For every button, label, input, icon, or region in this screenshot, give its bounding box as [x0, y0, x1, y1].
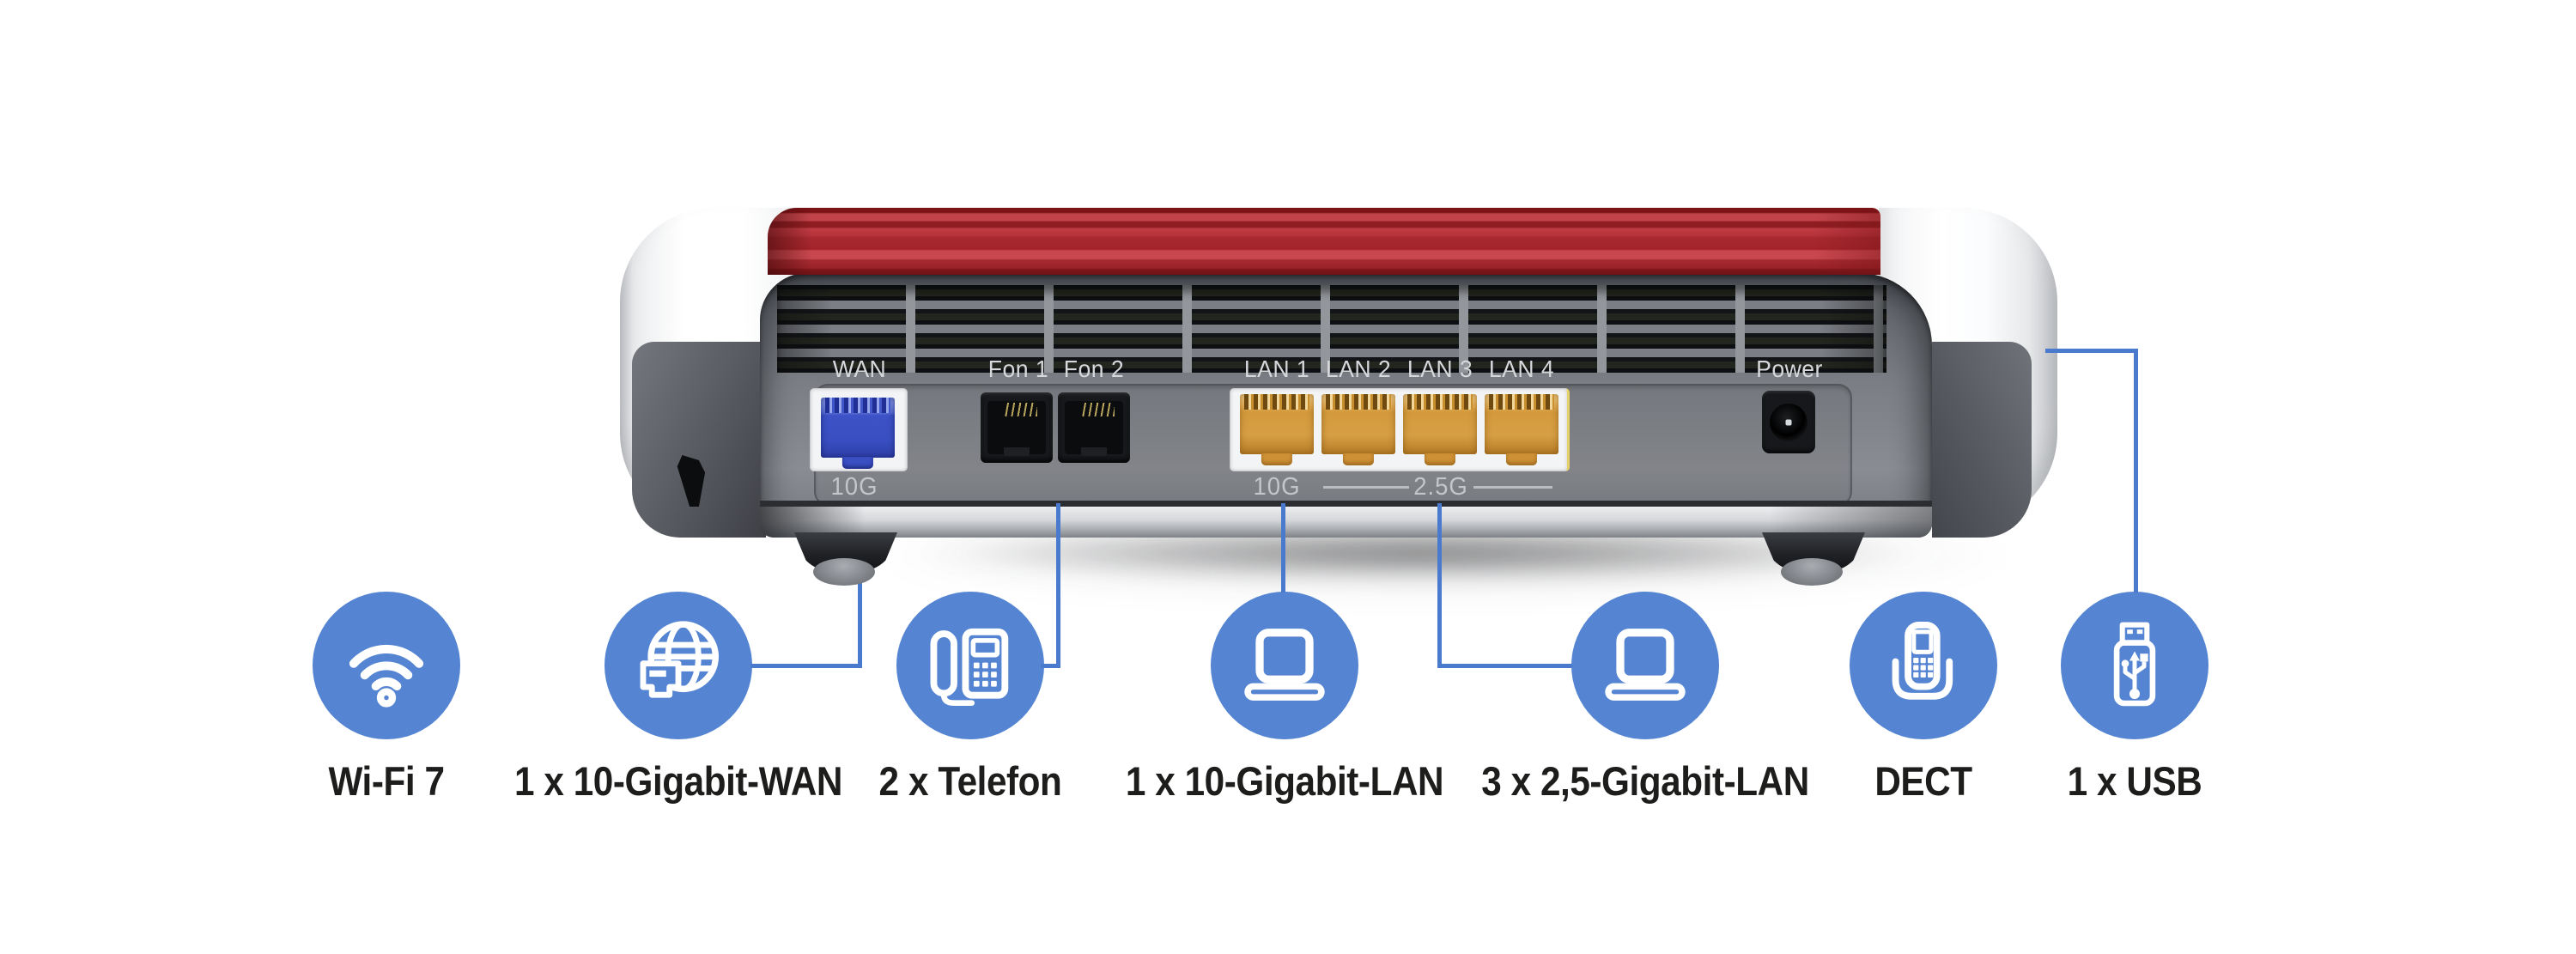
feature-label-wan: 1 x 10-Gigabit-WAN [513, 758, 843, 804]
globe-ethernet-icon [640, 621, 720, 698]
feature-label-lan25g: 3 x 2,5-Gigabit-LAN [1481, 758, 1809, 804]
rj45-pins [1407, 394, 1473, 410]
wan-port-label: WAN [832, 355, 887, 382]
lan1-port-label: LAN 1 [1243, 355, 1310, 382]
fon-connector-line-vertical [1056, 503, 1060, 668]
rj11-pins [1003, 403, 1037, 416]
lan234-speed-label: 2.5G [1413, 473, 1468, 501]
fon1-port-label: Fon 1 [987, 355, 1049, 382]
usb-connector-line-horizontal [2045, 349, 2138, 353]
rj11-pins [1080, 403, 1115, 416]
lan25g-connector-line-horizontal [1437, 664, 1572, 668]
rj45-pins [1489, 394, 1554, 410]
feature-label-usb: 1 x USB [2067, 758, 2202, 804]
lan2-port-label: LAN 2 [1325, 355, 1392, 382]
wan-connector-line-vertical [858, 539, 862, 668]
speed-divider-line [1323, 486, 1409, 489]
wan-connector-line-horizontal [750, 664, 862, 668]
feature-label-telefon: 2 x Telefon [878, 758, 1062, 804]
router-red-top [768, 208, 1880, 275]
rj45-tab [1424, 453, 1456, 465]
rj45-pins [825, 398, 890, 414]
feature-label-wifi: Wi-Fi 7 [328, 758, 445, 804]
feature-bubble-wan [605, 592, 752, 739]
usb-stick-icon [2113, 622, 2156, 707]
lan25g-connector-line-vertical [1437, 503, 1442, 668]
router-right-base-wedge [1932, 342, 2032, 538]
speed-divider-line [1473, 486, 1552, 489]
fon1-rj11-port [981, 392, 1053, 463]
rj45-tab [1505, 453, 1538, 465]
bottom-edge-band [760, 507, 1932, 538]
fon-connector-line-horizontal [1041, 664, 1060, 668]
feature-label-lan10g: 1 x 10-Gigabit-LAN [1125, 758, 1444, 804]
feature-bubble-dect [1850, 592, 1997, 739]
rj45-tab [1342, 453, 1375, 465]
lan2-rj45-port [1321, 394, 1395, 465]
lan4-rj45-port [1485, 394, 1558, 465]
usb-connector-line-vertical [2134, 349, 2138, 592]
router-foot-bumper-right [1781, 558, 1843, 586]
feature-label-dect: DECT [1874, 758, 1972, 804]
laptop-icon [1605, 629, 1686, 701]
fon2-rj11-port [1058, 392, 1130, 463]
desk-phone-icon [930, 628, 1009, 707]
rj11-notch [1081, 447, 1107, 456]
wifi-icon [349, 644, 424, 708]
feature-bubble-lan10g [1211, 592, 1358, 739]
wan-speed-label: 10G [830, 473, 878, 501]
lan3-rj45-port [1403, 394, 1477, 465]
feature-bubble-lan25g [1571, 592, 1719, 739]
feature-bubble-telefon [896, 592, 1044, 739]
lan1-rj45-port [1240, 394, 1314, 465]
wan-rj45-port [821, 398, 895, 469]
ventilation-grille [777, 285, 1886, 373]
router-foot-bumper-left [813, 558, 875, 586]
bottom-seam [760, 501, 1932, 507]
lan1-speed-label: 10G [1253, 473, 1301, 501]
router-left-base-wedge [632, 342, 766, 538]
laptop-icon [1244, 629, 1325, 701]
power-pin [1785, 419, 1792, 425]
rj11-notch [1004, 447, 1030, 456]
feature-bubble-wifi [313, 592, 460, 739]
power-jack [1762, 391, 1815, 453]
dect-handset-icon [1892, 622, 1953, 700]
lan3-port-label: LAN 3 [1406, 355, 1473, 382]
rj45-tab [1261, 453, 1293, 465]
fon2-port-label: Fon 2 [1063, 355, 1125, 382]
rj45-pins [1326, 394, 1391, 410]
rj45-tab [841, 457, 874, 469]
power-port-label: Power [1756, 355, 1823, 382]
rj45-pins [1244, 394, 1309, 410]
feature-bubble-usb [2061, 592, 2208, 739]
lan10g-connector-line [1281, 503, 1285, 592]
lan4-port-label: LAN 4 [1488, 355, 1555, 382]
